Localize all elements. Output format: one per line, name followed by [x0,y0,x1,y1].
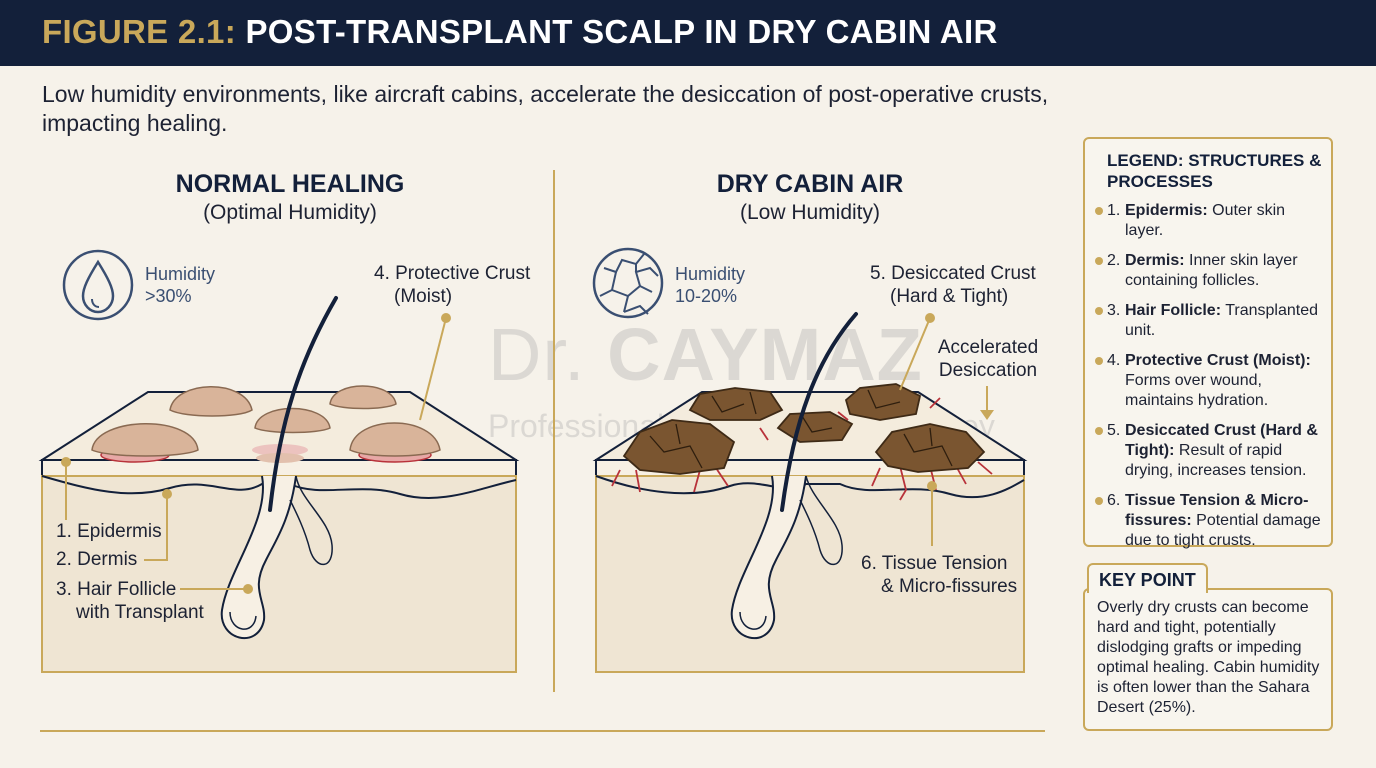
legend-item: 4.Protective Crust (Moist): Forms over w… [1085,351,1333,411]
desiccated-crust [844,383,922,421]
legend-item: 6.Tissue Tension & Micro-fissures: Poten… [1085,491,1333,551]
hair-shaft [268,296,338,512]
legend-title: LEGEND: STRUCTURES & PROCESSES [1107,151,1322,191]
moist-crust [91,423,199,457]
legend-list: 1.Epidermis: Outer skin layer. 2.Dermis:… [1085,201,1333,561]
normal-leader-lines [61,313,451,594]
label-tissue-tension: 6. Tissue Tension& Micro-fissures [861,553,1018,597]
legend-item: 1.Epidermis: Outer skin layer. [1085,201,1333,241]
label-desiccated-crust: 5. Desiccated Crust(Hard & Tight) [870,263,1036,307]
hair-shaft [780,312,858,512]
normal-panel-subtitle: (Optimal Humidity) [203,201,377,224]
figure-number: FIGURE 2.1: [42,13,237,50]
legend-box: LEGEND: STRUCTURES & PROCESSES 1.Epiderm… [1083,137,1333,549]
normal-hair-follicle [220,296,338,639]
desiccated-crust-group [622,383,986,475]
label-dermis: 2. Dermis [56,549,138,570]
legend-item: 2.Dermis: Inner skin layer containing fo… [1085,251,1333,291]
legend-item: 3.Hair Follicle: Transplanted unit. [1085,301,1333,341]
header-bar: FIGURE 2.1: POST-TRANSPLANT SCALP IN DRY… [0,0,1376,66]
key-point-text: Overly dry crusts can become hard and ti… [1097,599,1320,716]
crust-cracks [649,389,953,469]
dry-leader-lines [899,313,994,546]
moist-crust [329,385,397,410]
moist-crust [169,386,253,417]
key-point-title: KEY POINT [1087,563,1208,593]
intro-text: Low humidity environments, like aircraft… [42,81,1049,136]
dry-panel-title: DRY CABIN AIR [716,170,904,198]
moist-crust-group [91,385,441,463]
dry-humidity-value: 10-20% [675,286,738,306]
water-drop-icon [62,249,134,321]
desiccated-crust [688,387,784,421]
dry-panel-subtitle: (Low Humidity) [739,201,881,224]
figure-title-text: POST-TRANSPLANT SCALP IN DRY CABIN AIR [245,13,998,50]
figure-title: FIGURE 2.1: POST-TRANSPLANT SCALP IN DRY… [42,13,998,51]
watermark: Dr. CAYMAZ [488,313,923,396]
label-protective-crust: 4. Protective Crust(Moist) [374,263,531,307]
cracked-earth-icon [592,247,664,319]
desiccated-crust [622,419,736,475]
moist-crust [349,422,441,457]
normal-humidity-value: >30% [145,286,192,306]
key-point-box [1083,588,1333,731]
moist-crust [254,407,331,434]
label-epidermis: 1. Epidermis [56,521,162,542]
dry-hair-follicle [730,312,858,639]
normal-panel-title: NORMAL HEALING [175,170,405,198]
normal-humidity-label: Humidity>30% [145,264,216,306]
legend-item: 5.Desiccated Crust (Hard & Tight): Resul… [1085,421,1333,481]
